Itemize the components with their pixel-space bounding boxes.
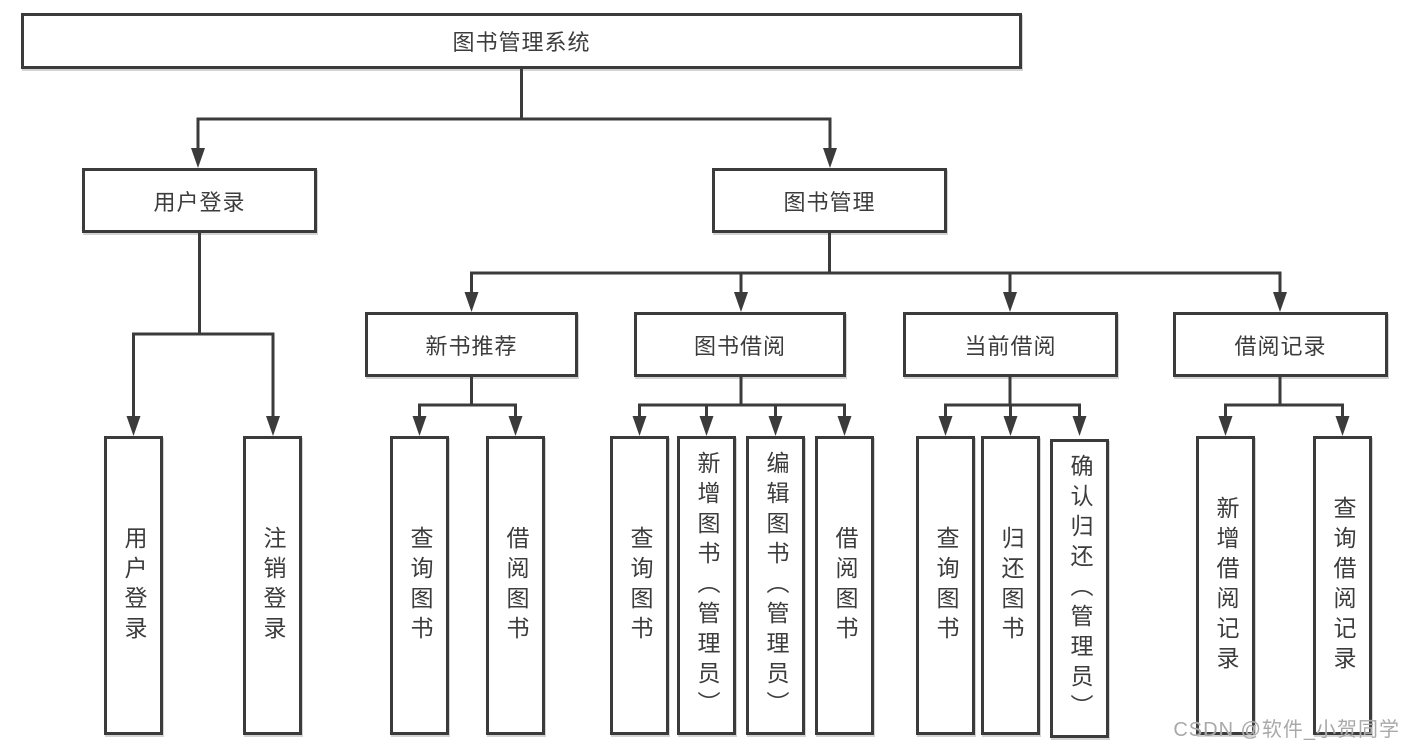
node-book-management: 图书管理	[712, 168, 947, 233]
node-new-book-recommend: 新书推荐	[365, 312, 578, 377]
csdn-watermark: CSDN @软件_小贺同学	[1173, 719, 1400, 741]
leaf-confirm-return-admin: 确认归还（管理员）	[1050, 439, 1109, 738]
node-book-borrow: 图书借阅	[634, 312, 846, 377]
node-current-borrow: 当前借阅	[903, 312, 1118, 377]
leaf-borrow-books-2: 借阅图书	[815, 436, 874, 735]
node-user-login: 用户登录	[82, 168, 317, 233]
leaf-query-borrow-record: 查询借阅记录	[1313, 436, 1372, 735]
leaf-query-books-1: 查询图书	[390, 436, 449, 735]
leaf-query-books-3: 查询图书	[916, 436, 975, 735]
leaf-edit-books-admin: 编辑图书（管理员）	[746, 436, 805, 735]
leaf-logout: 注销登录	[243, 436, 302, 735]
leaf-add-books-admin: 新增图书（管理员）	[677, 436, 736, 735]
node-borrow-records: 借阅记录	[1173, 312, 1388, 377]
leaf-user-login: 用户登录	[104, 436, 163, 735]
leaf-borrow-books-1: 借阅图书	[486, 436, 545, 735]
arrowheads	[126, 148, 1350, 436]
node-root-library-system: 图书管理系统	[21, 13, 1022, 69]
leaf-add-borrow-record: 新增借阅记录	[1196, 436, 1255, 735]
leaf-query-books-2: 查询图书	[610, 436, 669, 735]
leaf-return-books: 归还图书	[981, 436, 1040, 735]
